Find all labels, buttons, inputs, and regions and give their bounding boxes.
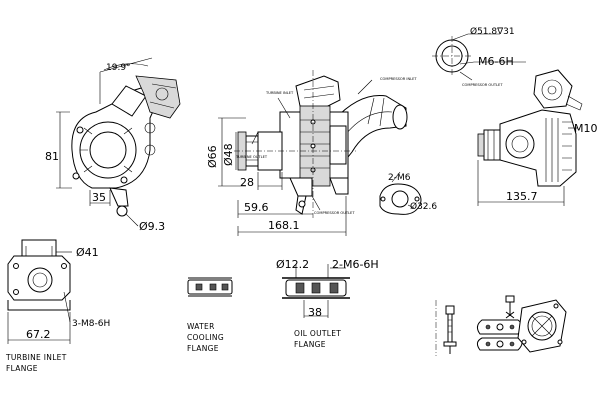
- dia-label: Ø51.8∇31: [470, 26, 515, 37]
- thread-label: M6-6H: [478, 55, 514, 68]
- dia-inner-label: Ø48: [222, 143, 235, 166]
- turbine-inlet-tag: TURBINE INLET: [265, 91, 294, 95]
- d59-label: 59.6: [244, 201, 269, 214]
- d28-label: 28: [240, 176, 254, 189]
- top-right-view: Ø51.8∇31 M6-6H COMPRESSOR OUTLET M10 135…: [432, 26, 598, 206]
- water-caption-3: FLANGE: [187, 344, 219, 353]
- flange-dia: Ø32.6: [410, 201, 437, 212]
- water-caption-1: WATER: [187, 322, 215, 331]
- oil-caption-2: FLANGE: [294, 340, 326, 349]
- oil-flange: Ø12.2 2-M6-6H 38 OIL OUTLET FLANGE: [276, 258, 379, 349]
- turbine-outlet-tag: TURBINE OUTLET: [235, 155, 268, 159]
- inlet-caption-2: FLANGE: [6, 364, 38, 373]
- oil-thread: 2-M6-6H: [332, 258, 379, 271]
- side-view: 19.9° 81 35 Ø9.3: [45, 57, 181, 233]
- water-flange: WATER COOLING FLANGE: [187, 277, 233, 353]
- dia-outer-label: Ø66: [206, 145, 219, 168]
- flange-detail: 2-M6 Ø32.6: [379, 171, 437, 215]
- water-caption-2: COOLING: [187, 333, 224, 342]
- inlet-dia: Ø41: [76, 246, 99, 259]
- front-view: Ø66 Ø48 28 59.6 168.1 TURBINE INLET TURB…: [206, 70, 417, 236]
- oil-depth: 38: [308, 306, 322, 319]
- bottom-right-parts: [435, 295, 567, 356]
- thread2-label: M10: [574, 122, 598, 135]
- offset-label: 35: [92, 191, 106, 204]
- angle-label: 19.9°: [106, 63, 131, 73]
- inlet-thread: 3-M8-6H: [72, 319, 110, 329]
- oil-dia: Ø12.2: [276, 258, 309, 271]
- inlet-width: 67.2: [26, 328, 51, 341]
- inlet-caption-1: TURBINE INLET: [5, 353, 67, 362]
- compressor-outlet-tag-right: COMPRESSOR OUTLET: [462, 83, 503, 87]
- compressor-outlet-tag: COMPRESSOR OUTLET: [314, 211, 355, 215]
- width-label: 135.7: [506, 190, 538, 203]
- compressor-inlet-tag: COMPRESSOR INLET: [380, 77, 417, 81]
- turbine-inlet-flange: Ø41 67.2 3-M8-6H TURBINE INLET FLANGE: [5, 239, 110, 373]
- oil-caption-1: OIL OUTLET: [294, 329, 341, 338]
- flange-label: 2-M6: [388, 173, 411, 183]
- hole-label: Ø9.3: [139, 220, 165, 233]
- height-label: 81: [45, 150, 59, 163]
- d168-label: 168.1: [268, 219, 300, 232]
